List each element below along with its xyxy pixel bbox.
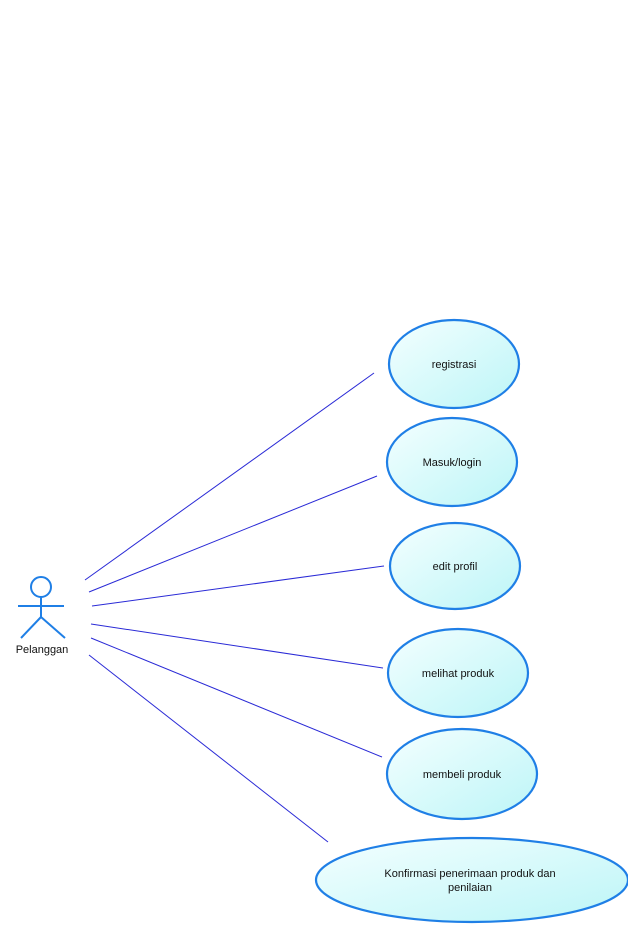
association-membeli-produk	[90, 637, 383, 758]
use-case-label: melihat produk	[422, 668, 495, 680]
stick-figure-icon	[18, 576, 66, 639]
use-case-label: Masuk/login	[423, 457, 482, 469]
use-case-label-line-2: penilaian	[448, 882, 492, 894]
use-case-edit-profil[interactable]: edit profil	[388, 521, 522, 611]
use-case-ellipse	[385, 416, 519, 508]
use-case-membeli-produk[interactable]: membeli produk	[385, 727, 539, 821]
use-case-ellipse	[314, 836, 628, 924]
use-case-ellipse	[386, 627, 530, 719]
use-case-registrasi[interactable]: registrasi	[387, 318, 521, 410]
use-case-masuk-login[interactable]: Masuk/login	[385, 416, 519, 508]
association-melihat-produk	[90, 623, 384, 669]
use-case-label: registrasi	[432, 359, 477, 371]
use-case-label: edit profil	[433, 561, 478, 573]
association-konfirmasi	[88, 654, 329, 843]
use-case-konfirmasi[interactable]: Konfirmasi penerimaan produk dan penilai…	[314, 836, 628, 924]
use-case-melihat-produk[interactable]: melihat produk	[386, 627, 530, 719]
association-edit-profil	[91, 565, 385, 607]
use-case-label-line-1: Konfirmasi penerimaan produk dan	[384, 868, 555, 880]
use-case-ellipse	[388, 521, 522, 611]
association-registrasi	[84, 372, 375, 581]
use-case-ellipse	[387, 318, 521, 410]
actor-pelanggan[interactable]: Pelanggan	[16, 576, 69, 656]
associations	[84, 372, 385, 843]
actor-label: Pelanggan	[16, 644, 69, 656]
use-case-label: membeli produk	[423, 769, 502, 781]
use-case-ellipse	[385, 727, 539, 821]
association-masuk-login	[88, 475, 378, 593]
